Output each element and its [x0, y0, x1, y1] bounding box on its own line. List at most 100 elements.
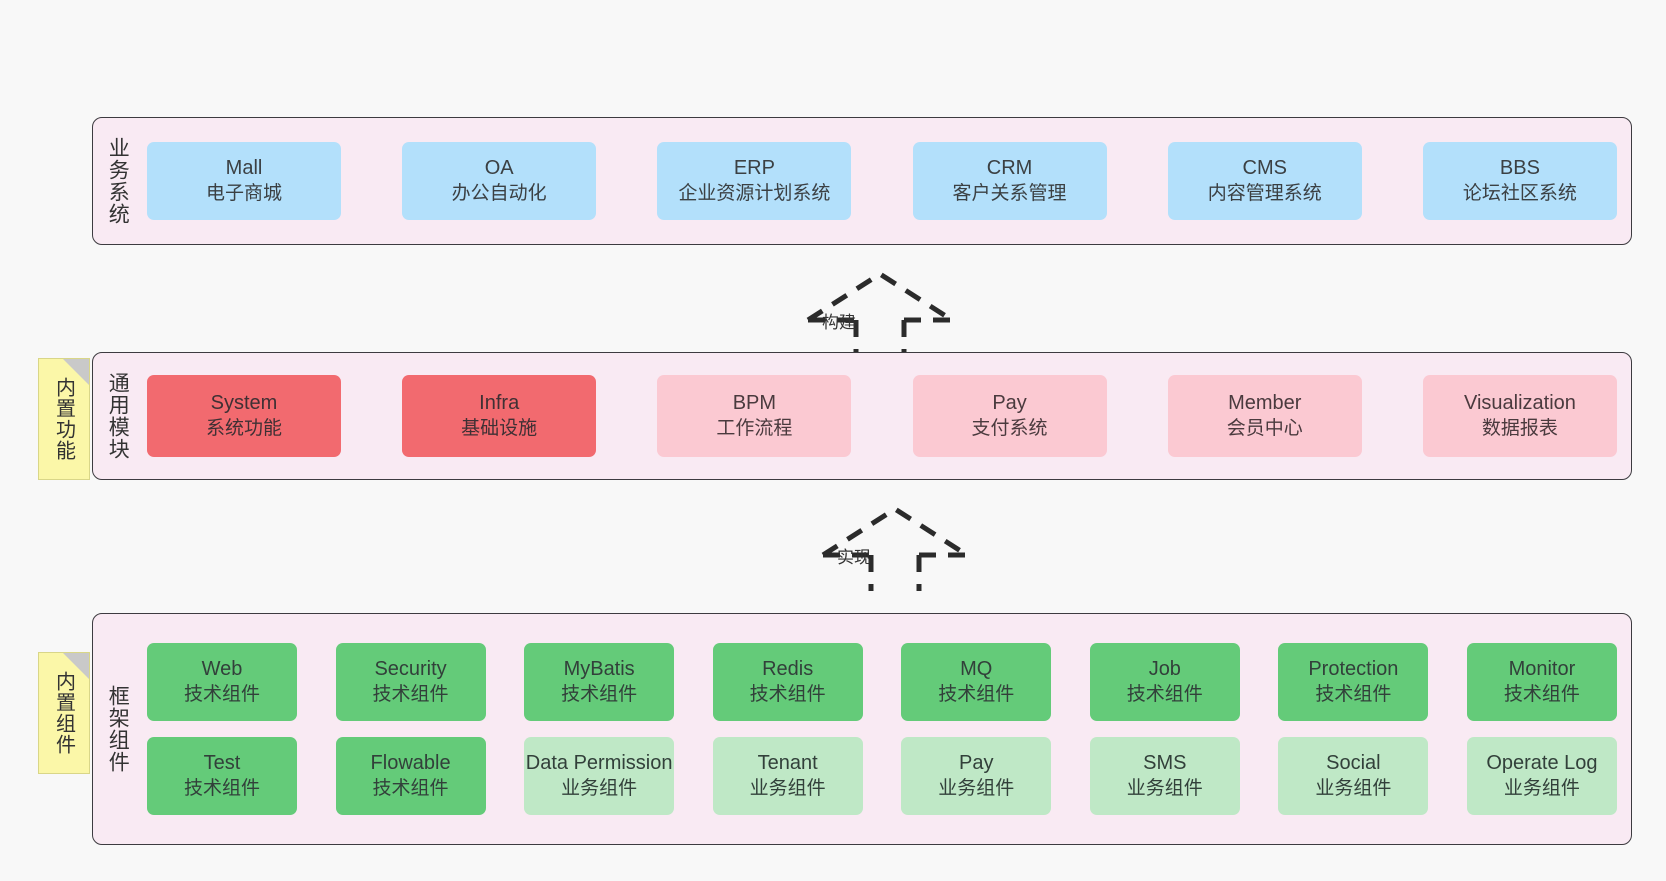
- connector-implement-label: 实现: [837, 548, 871, 567]
- layer-body-framework-components: Web 技术组件 Security 技术组件 MyBatis 技术组件 Redi…: [141, 614, 1631, 844]
- card-pay-module-en: Pay: [992, 392, 1027, 415]
- card-pay-component-cn: 业务组件: [938, 777, 1015, 799]
- card-security-cn: 技术组件: [372, 683, 449, 705]
- card-web-cn: 技术组件: [183, 683, 260, 705]
- card-job-en: Job: [1148, 658, 1181, 681]
- card-bbs-cn: 论坛社区系统: [1462, 182, 1577, 204]
- card-test-en: Test: [203, 752, 241, 775]
- card-member-en: Member: [1228, 392, 1302, 415]
- note-builtin-features: 内置功能: [38, 358, 90, 480]
- card-pay-module[interactable]: Pay 支付系统: [912, 375, 1107, 457]
- card-infra-cn: 基础设施: [461, 417, 538, 439]
- card-web-en: Web: [201, 658, 243, 681]
- card-redis[interactable]: Redis 技术组件: [712, 643, 863, 721]
- card-redis-en: Redis: [762, 658, 814, 681]
- connector-implement-icon: [821, 506, 969, 591]
- card-job-cn: 技术组件: [1126, 683, 1203, 705]
- card-erp[interactable]: ERP 企业资源计划系统: [657, 142, 852, 220]
- card-infra-en: Infra: [479, 392, 520, 415]
- card-monitor[interactable]: Monitor 技术组件: [1466, 643, 1617, 721]
- card-social-cn: 业务组件: [1315, 777, 1392, 799]
- note-fold-icon: [63, 653, 89, 679]
- card-oa-cn: 办公自动化: [451, 182, 547, 204]
- layer-title-business-systems: 业务系统: [106, 137, 130, 225]
- card-sms-en: SMS: [1143, 752, 1187, 775]
- card-mq-en: MQ: [960, 658, 993, 681]
- card-bbs[interactable]: BBS 论坛社区系统: [1422, 142, 1617, 220]
- card-mq[interactable]: MQ 技术组件: [901, 643, 1052, 721]
- card-monitor-cn: 技术组件: [1503, 683, 1580, 705]
- framework-row-tech: Web 技术组件 Security 技术组件 MyBatis 技术组件 Redi…: [147, 643, 1617, 721]
- card-crm-cn: 客户关系管理: [952, 182, 1067, 204]
- card-system-cn: 系统功能: [205, 417, 282, 439]
- layer-framework-components: 框架组件 Web 技术组件 Security 技术组件 MyBatis 技术组件…: [92, 613, 1632, 845]
- card-visualization[interactable]: Visualization 数据报表: [1422, 375, 1617, 457]
- card-infra[interactable]: Infra 基础设施: [402, 375, 597, 457]
- card-job[interactable]: Job 技术组件: [1089, 643, 1240, 721]
- card-protection-cn: 技术组件: [1315, 683, 1392, 705]
- card-pay-module-cn: 支付系统: [971, 417, 1048, 439]
- card-mybatis[interactable]: MyBatis 技术组件: [524, 643, 675, 721]
- card-cms[interactable]: CMS 内容管理系统: [1167, 142, 1362, 220]
- card-mq-cn: 技术组件: [938, 683, 1015, 705]
- note-builtin-components: 内置组件: [38, 652, 90, 774]
- connector-implement: 实现: [815, 503, 975, 591]
- card-cms-en: CMS: [1242, 157, 1287, 180]
- card-test-cn: 技术组件: [183, 777, 260, 799]
- card-social-en: Social: [1326, 752, 1381, 775]
- card-bpm-en: BPM: [732, 392, 777, 415]
- note-fold-icon: [63, 359, 89, 385]
- card-bpm-cn: 工作流程: [716, 417, 793, 439]
- layer-common-modules: 通用模块 System 系统功能 Infra 基础设施 BPM 工作流程 Pay…: [92, 352, 1632, 480]
- card-visualization-en: Visualization: [1463, 392, 1576, 415]
- card-cms-cn: 内容管理系统: [1207, 182, 1322, 204]
- card-operate-log-en: Operate Log: [1486, 752, 1598, 775]
- card-protection[interactable]: Protection 技术组件: [1278, 643, 1429, 721]
- card-test[interactable]: Test 技术组件: [147, 737, 297, 815]
- card-sms-cn: 业务组件: [1126, 777, 1203, 799]
- connector-build: 构建: [800, 268, 960, 356]
- card-flowable[interactable]: Flowable 技术组件: [335, 737, 486, 815]
- card-crm-en: CRM: [986, 157, 1033, 180]
- card-visualization-cn: 数据报表: [1481, 417, 1558, 439]
- framework-row-business: Test 技术组件 Flowable 技术组件 Data Permission …: [147, 737, 1617, 815]
- card-flowable-en: Flowable: [370, 752, 451, 775]
- card-data-permission-cn: 业务组件: [561, 777, 638, 799]
- card-data-permission[interactable]: Data Permission 业务组件: [524, 737, 675, 815]
- card-operate-log[interactable]: Operate Log 业务组件: [1466, 737, 1617, 815]
- card-tenant[interactable]: Tenant 业务组件: [712, 737, 863, 815]
- card-web[interactable]: Web 技术组件: [147, 643, 297, 721]
- layer-title-framework-components: 框架组件: [106, 685, 130, 773]
- layer-business-systems: 业务系统 Mall 电子商城 OA 办公自动化 ERP 企业资源计划系统 CRM…: [92, 117, 1632, 245]
- card-mall-cn: 电子商城: [205, 182, 282, 204]
- card-security-en: Security: [374, 658, 447, 681]
- card-system-en: System: [210, 392, 278, 415]
- card-social[interactable]: Social 业务组件: [1278, 737, 1429, 815]
- card-mall[interactable]: Mall 电子商城: [147, 142, 341, 220]
- layer-body-business-systems: Mall 电子商城 OA 办公自动化 ERP 企业资源计划系统 CRM 客户关系…: [141, 118, 1631, 244]
- note-builtin-features-label: 内置功能: [52, 377, 75, 461]
- card-security[interactable]: Security 技术组件: [335, 643, 486, 721]
- card-flowable-cn: 技术组件: [372, 777, 449, 799]
- card-data-permission-en: Data Permission: [525, 752, 673, 775]
- card-bbs-en: BBS: [1499, 157, 1540, 180]
- card-sms[interactable]: SMS 业务组件: [1089, 737, 1240, 815]
- note-builtin-components-label: 内置组件: [52, 671, 75, 755]
- card-member[interactable]: Member 会员中心: [1167, 375, 1362, 457]
- card-mybatis-cn: 技术组件: [561, 683, 638, 705]
- card-pay-component-en: Pay: [959, 752, 994, 775]
- card-erp-cn: 企业资源计划系统: [678, 182, 831, 204]
- card-bpm[interactable]: BPM 工作流程: [657, 375, 852, 457]
- card-operate-log-cn: 业务组件: [1503, 777, 1580, 799]
- card-erp-en: ERP: [733, 157, 775, 180]
- card-crm[interactable]: CRM 客户关系管理: [912, 142, 1107, 220]
- card-tenant-en: Tenant: [757, 752, 818, 775]
- card-pay-component[interactable]: Pay 业务组件: [901, 737, 1052, 815]
- card-mall-en: Mall: [225, 157, 263, 180]
- card-redis-cn: 技术组件: [749, 683, 826, 705]
- card-mybatis-en: MyBatis: [563, 658, 635, 681]
- card-system[interactable]: System 系统功能: [147, 375, 341, 457]
- layer-title-common-modules: 通用模块: [106, 372, 130, 460]
- card-oa[interactable]: OA 办公自动化: [402, 142, 597, 220]
